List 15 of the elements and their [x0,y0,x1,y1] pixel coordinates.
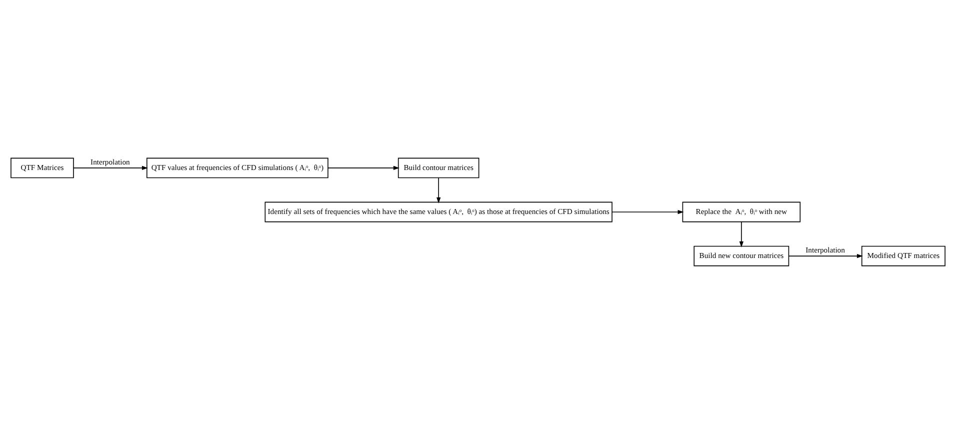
arrow [739,220,744,247]
arrow [73,165,148,170]
node-box: QTF Matrices [10,157,74,178]
node-box: Build contour matrices [398,157,480,178]
node-box: Modified QTF matrices [861,245,946,266]
node-box: Replace the Aᵢᵒ, θᵢᵒ with new [682,201,801,222]
edge-label: Interpolation [806,244,845,254]
arrow [328,165,400,170]
edge-label: Interpolation [90,156,130,166]
arrow [612,209,684,214]
node-box: Build new contour matrices [694,245,790,266]
node-box: Identify all sets of frequencies which have the same values ( Aᵢᵒ, θᵢᵒ) as those at frequencies of CFD simulations [264,201,612,222]
arrow [788,253,863,258]
node-box: QTF values at frequencies of CFD simulations ( Aᵢᵒ, θᵢᵒ) [146,157,328,178]
arrow [436,176,441,203]
